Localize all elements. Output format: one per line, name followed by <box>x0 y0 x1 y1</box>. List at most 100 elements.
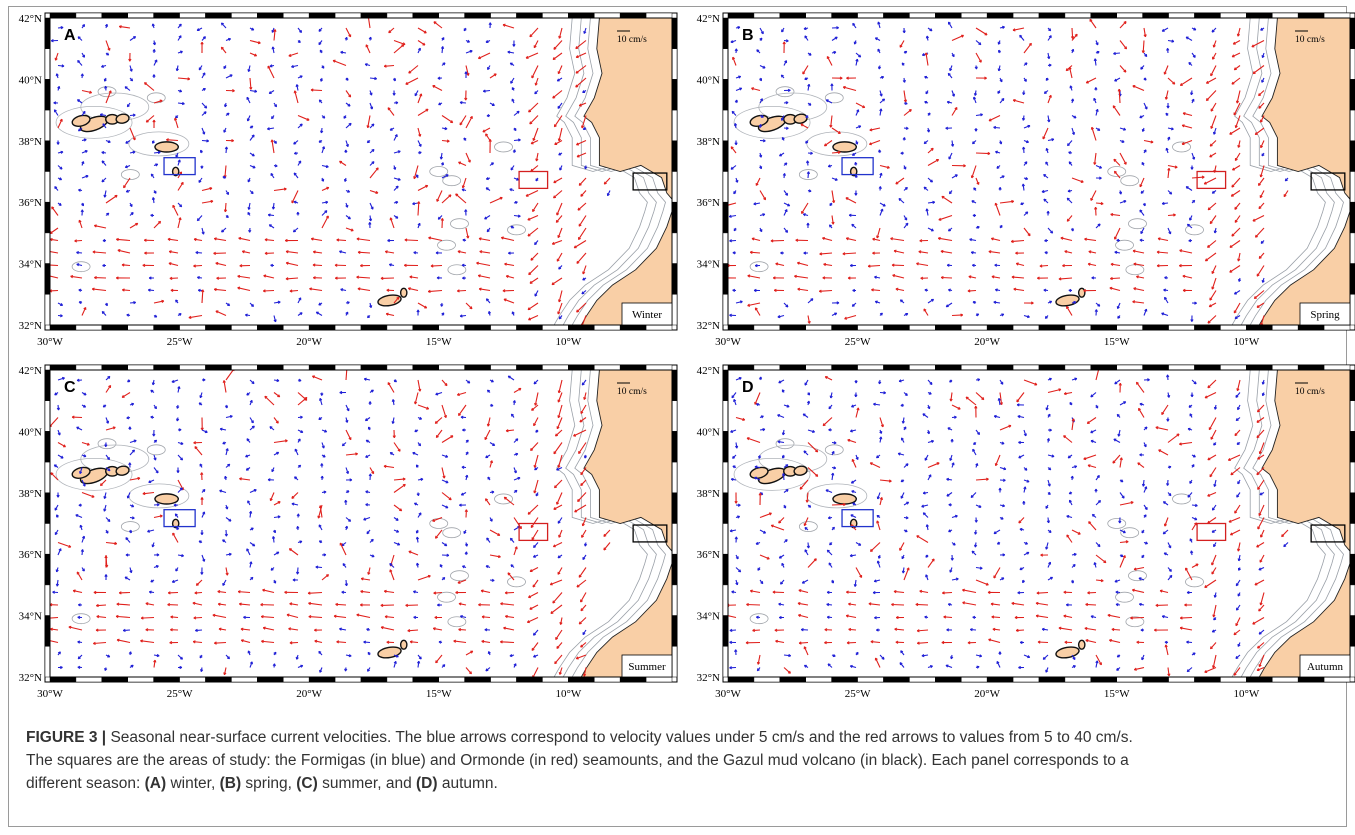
slow-current-arrow <box>922 512 929 518</box>
fast-current-arrow <box>758 492 762 506</box>
slow-current-arrow <box>1022 500 1026 506</box>
slow-current-arrow <box>873 579 881 583</box>
fast-current-arrow <box>455 590 467 595</box>
fast-current-arrow <box>1119 152 1127 165</box>
fast-current-arrow <box>94 224 107 229</box>
slow-current-arrow <box>364 63 371 67</box>
slow-current-arrow <box>993 414 1001 419</box>
slow-current-arrow <box>486 114 491 118</box>
fast-current-arrow <box>1227 454 1241 461</box>
slow-current-arrow <box>392 77 396 82</box>
fast-current-arrow <box>1040 553 1049 557</box>
slow-current-arrow <box>1119 529 1126 534</box>
slow-current-arrow <box>927 665 933 669</box>
fast-current-arrow <box>1234 429 1241 437</box>
slow-current-arrow <box>535 177 539 182</box>
slow-current-arrow <box>103 504 107 512</box>
slow-current-arrow <box>57 314 63 318</box>
slow-current-arrow <box>903 501 910 506</box>
slow-current-arrow <box>55 73 59 79</box>
slow-current-arrow <box>754 465 761 469</box>
slow-current-arrow <box>77 654 83 660</box>
slow-current-arrow <box>1093 562 1097 568</box>
slow-current-arrow <box>417 416 423 420</box>
slow-current-arrow <box>903 463 909 468</box>
fast-current-arrow <box>975 392 985 401</box>
slow-current-arrow <box>901 417 905 424</box>
slow-current-arrow <box>1095 542 1101 548</box>
slow-current-arrow <box>899 662 905 668</box>
slow-current-arrow <box>77 665 83 669</box>
slow-current-arrow <box>947 602 953 607</box>
slow-current-arrow <box>924 100 929 104</box>
fast-current-arrow <box>92 250 107 254</box>
slow-current-arrow <box>485 565 491 569</box>
fast-current-arrow <box>220 46 227 54</box>
fast-current-arrow <box>528 265 539 276</box>
slow-current-arrow <box>53 101 59 105</box>
slow-current-arrow <box>829 224 833 229</box>
slow-current-arrow <box>1091 276 1097 280</box>
slow-current-arrow <box>57 665 63 670</box>
fast-current-arrow <box>1018 517 1025 524</box>
slow-current-arrow <box>415 562 420 568</box>
fast-current-arrow <box>731 56 737 66</box>
slow-current-arrow <box>852 288 857 293</box>
slow-current-arrow <box>369 538 374 543</box>
slow-current-arrow <box>533 542 539 549</box>
slow-current-arrow <box>853 40 857 45</box>
slow-current-arrow <box>318 139 323 143</box>
fast-current-arrow <box>920 276 929 280</box>
slow-current-arrow <box>807 504 812 508</box>
slow-current-arrow <box>104 85 108 91</box>
slow-current-arrow <box>877 21 881 29</box>
slow-current-arrow <box>802 413 809 418</box>
slow-current-arrow <box>76 263 83 267</box>
slow-current-arrow <box>582 127 587 130</box>
slow-current-arrow <box>126 416 131 420</box>
slow-current-arrow <box>995 150 1001 154</box>
fast-current-arrow <box>387 382 395 393</box>
slow-current-arrow <box>273 315 277 323</box>
slow-current-arrow <box>903 222 909 229</box>
fast-current-arrow <box>1070 27 1075 39</box>
slow-current-arrow <box>368 222 372 229</box>
slow-current-arrow <box>903 186 908 191</box>
lat-label: 40°N <box>697 426 720 438</box>
slow-current-arrow <box>879 654 885 660</box>
slow-current-arrow <box>951 174 958 179</box>
fast-current-arrow <box>239 477 251 481</box>
fast-current-arrow <box>417 127 422 137</box>
lat-label: 36°N <box>697 197 720 209</box>
seamount-contour <box>447 264 467 276</box>
fast-current-arrow <box>288 52 299 57</box>
fast-current-arrow <box>530 442 539 452</box>
bathymetry-contour <box>1240 370 1335 677</box>
gazul-box <box>1310 524 1346 543</box>
slow-current-arrow <box>224 475 228 481</box>
slow-current-arrow <box>247 650 251 656</box>
fast-current-arrow <box>1042 127 1049 140</box>
lon-label: 30°W <box>715 688 741 700</box>
slow-current-arrow <box>368 473 372 481</box>
slow-current-arrow <box>128 651 132 656</box>
slow-current-arrow <box>345 202 349 208</box>
slow-current-arrow <box>249 152 255 157</box>
slow-current-arrow <box>464 551 468 556</box>
slow-current-arrow <box>220 22 227 29</box>
slow-current-arrow <box>101 177 107 183</box>
slow-current-arrow <box>556 466 563 471</box>
slow-current-arrow <box>855 109 860 116</box>
fast-current-arrow <box>285 250 299 254</box>
slow-current-arrow <box>175 567 179 572</box>
slow-current-arrow <box>999 140 1003 145</box>
fast-current-arrow <box>558 667 563 675</box>
slow-current-arrow <box>782 173 786 179</box>
scale-bar: 10 cm/s <box>617 382 647 397</box>
slow-current-arrow <box>462 276 467 280</box>
slow-current-arrow <box>1115 590 1121 594</box>
slow-current-arrow <box>247 65 251 72</box>
slow-current-arrow <box>321 210 328 216</box>
slow-current-arrow <box>150 213 155 218</box>
